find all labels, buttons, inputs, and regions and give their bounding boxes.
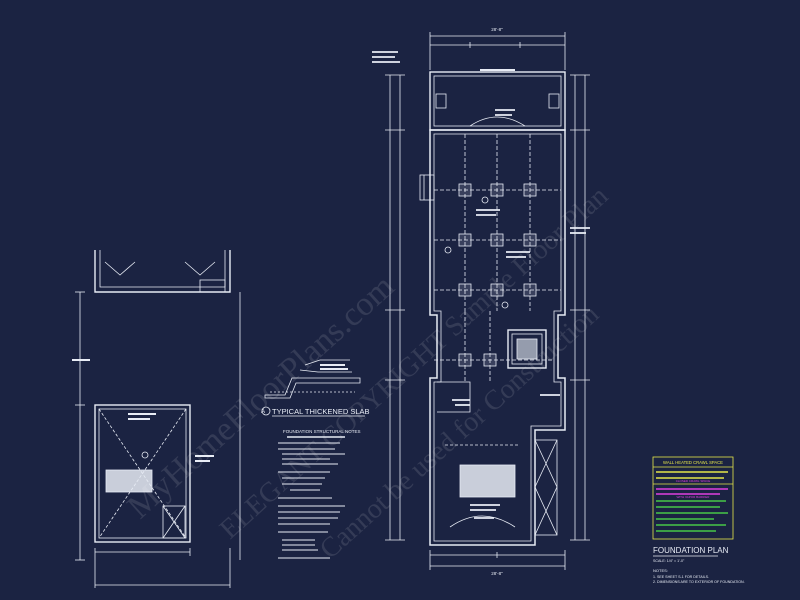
foundation-notes-title: FOUNDATION STRUCTURAL NOTES: [283, 429, 361, 434]
thickened-slab-detail: [261, 359, 365, 417]
bottom-dimension: 28'-8": [491, 571, 503, 576]
plan-note-2: 2. DIMENSIONS ARE TO EXTERIOR OF FOUNDAT…: [653, 580, 745, 584]
plan-note-1: 1. SEE SHEET S-1 FOR DETAILS.: [653, 575, 709, 579]
notes-heading: NOTES:: [653, 568, 668, 573]
legend-magenta-sub: WITH VAPOR BARRIER: [677, 495, 711, 499]
slab-detail-number: A: [261, 409, 265, 415]
thickened-slab-title: TYPICAL THICKENED SLAB: [272, 407, 370, 416]
legend-header: WALL HEATED CRAWL SPACE: [663, 460, 723, 465]
legend-box: [652, 456, 734, 540]
top-dimension: 28'-8": [491, 27, 503, 32]
structural-notes-lines: [278, 436, 345, 559]
left-partial-plan: [72, 250, 241, 588]
foundation-plan-title: FOUNDATION PLAN: [653, 546, 729, 555]
plan-scale: SCALE: 1/4" = 1'-0": [653, 559, 685, 563]
main-foundation-plan: [372, 32, 590, 570]
legend-magenta-title: CLOSED CRAWL SPACE: [676, 479, 711, 483]
